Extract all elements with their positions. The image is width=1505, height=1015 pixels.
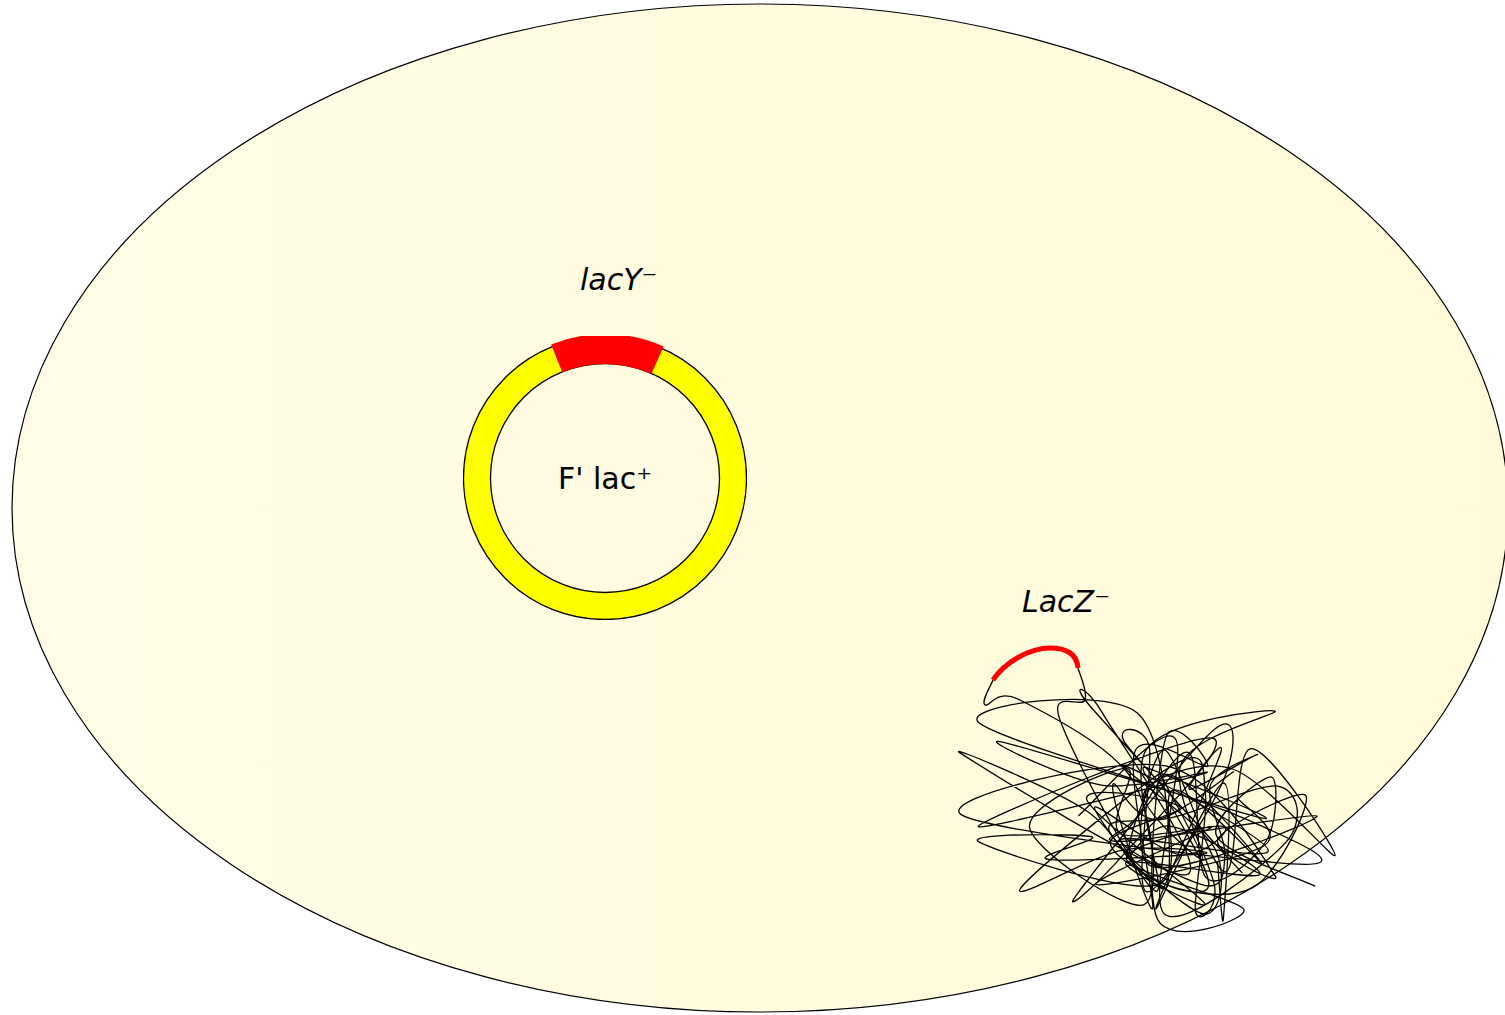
lacy-segment (551, 336, 664, 374)
chromosome-strand (1109, 749, 1335, 887)
gene-label: lacY⁻ (580, 262, 657, 297)
cell-outline (12, 4, 1505, 1012)
gene-label: LacZ⁻ (1022, 584, 1110, 619)
chromosome-strand (1078, 730, 1297, 931)
chromosome-strand (1109, 747, 1269, 921)
plasmid-ring: F' lac⁺ (463, 336, 747, 620)
lacz-segment (993, 648, 1078, 680)
chromosome-tangle (959, 668, 1336, 932)
plasmid-label: F' lac⁺ (558, 461, 652, 496)
